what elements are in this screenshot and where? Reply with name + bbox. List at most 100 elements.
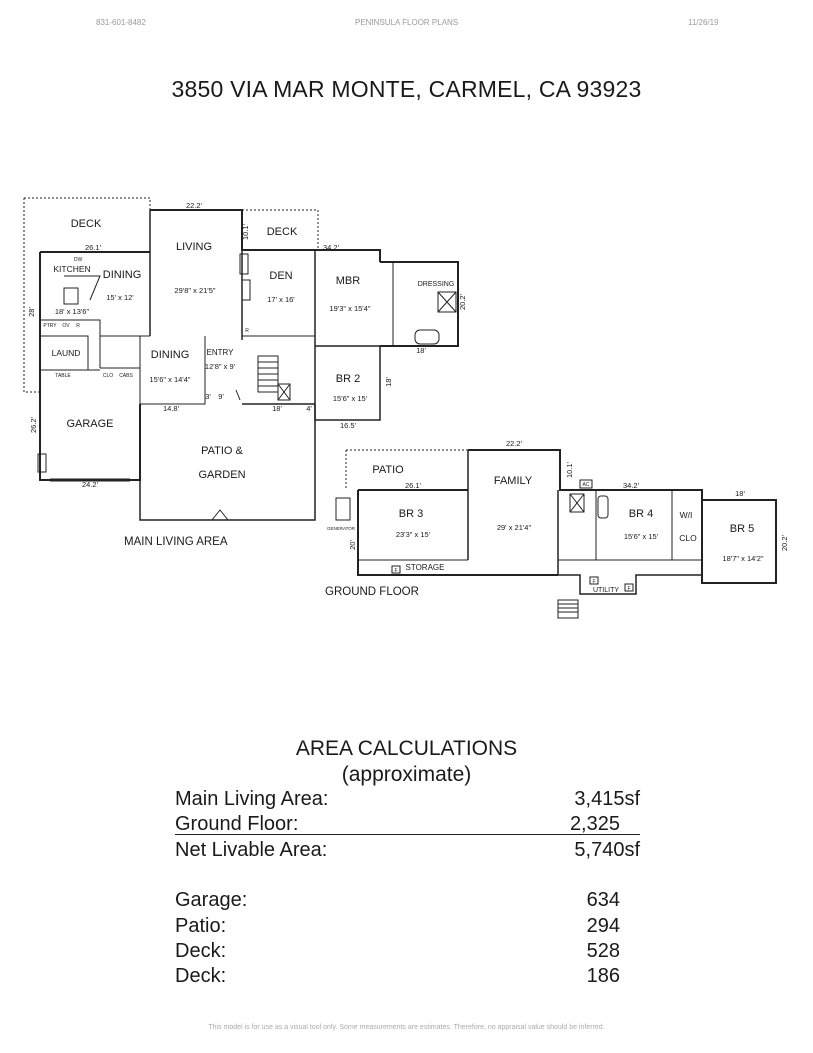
room-label: BR 5 xyxy=(730,523,754,535)
room-label: LAUND xyxy=(52,348,81,358)
fireplace xyxy=(241,279,251,301)
room-label: DINING xyxy=(151,349,190,361)
ground-floor-caption: GROUND FLOOR xyxy=(325,586,419,598)
area-label: Net Livable Area: xyxy=(175,839,328,861)
furnace xyxy=(391,565,401,574)
stairs-treads xyxy=(558,603,578,613)
fixture-label: TABLE xyxy=(55,373,71,379)
dimension-label: 10.1' xyxy=(241,223,250,240)
wall xyxy=(150,209,381,262)
area-label: Main Living Area: xyxy=(175,788,329,810)
area-row-deck: Deck: 528 xyxy=(175,939,620,964)
room-dimension: 29'8" x 21'5" xyxy=(174,286,215,295)
room-dimension: 29' x 21'4" xyxy=(497,523,532,532)
shower xyxy=(437,291,457,313)
shower-x xyxy=(569,493,585,513)
area-label: Garage: xyxy=(175,889,248,911)
furnace xyxy=(624,583,634,592)
room-label: DECK xyxy=(267,226,298,238)
deck-outline xyxy=(24,197,151,210)
wall xyxy=(671,490,702,561)
area-row-deck: Deck: 186 xyxy=(175,964,620,989)
area-value: 186 xyxy=(586,965,620,987)
room-label: STORAGE xyxy=(406,563,445,572)
area-label: Patio: xyxy=(175,915,227,937)
room-dimension: 19'3" x 15'4" xyxy=(329,304,370,313)
dimension-label: 20' xyxy=(348,540,357,550)
counter xyxy=(64,275,101,301)
room-label: CLO xyxy=(679,533,697,543)
fireplace xyxy=(239,253,249,275)
fixture-label: OV xyxy=(62,323,70,329)
dimension-label: 34.2' xyxy=(623,481,640,490)
dimension-label: 18' xyxy=(416,346,426,355)
dimension-label: 18' xyxy=(384,377,393,387)
header-date: 11/26/19 xyxy=(688,18,719,27)
deck-outline xyxy=(242,209,319,250)
wall xyxy=(314,346,381,421)
dimension-label: 20.2' xyxy=(458,293,467,310)
room-dimension: 15' x 12' xyxy=(106,293,134,302)
area-value: 3,415sf xyxy=(574,788,640,810)
area-calculations: AREA CALCULATIONS (approximate) xyxy=(0,736,813,788)
tub xyxy=(597,495,609,519)
tub xyxy=(414,329,440,345)
header-company: PENINSULA FLOOR PLANS xyxy=(355,18,459,27)
dimension-label: 3' xyxy=(205,392,211,401)
shower xyxy=(569,493,585,513)
main-living-caption: MAIN LIVING AREA xyxy=(124,536,228,548)
dimension-label: 20.2' xyxy=(780,534,789,551)
wall xyxy=(701,499,777,584)
wall xyxy=(557,560,702,595)
dimension-label: 14.8' xyxy=(163,404,180,413)
generator xyxy=(335,497,351,521)
dimension-label: 24.2' xyxy=(82,480,99,489)
room-label: PATIO & xyxy=(201,445,243,457)
area-subtitle: (approximate) xyxy=(341,763,472,786)
room-dimension: 15'6" x 15' xyxy=(624,532,659,541)
fixture-label: PTRY xyxy=(43,323,57,329)
dimension-label: 22.2' xyxy=(506,439,523,448)
fixture-label: CLO xyxy=(103,373,113,379)
fixture-label: F xyxy=(592,579,595,585)
room-label: GARAGE xyxy=(66,418,113,430)
area-value: 528 xyxy=(586,940,620,962)
room-label: GENERATOR xyxy=(327,526,356,531)
floor-plan: DECK LIVING DECK KITCHEN DINING DEN MBR … xyxy=(23,197,789,619)
stairs xyxy=(557,599,579,619)
fixture-label: F xyxy=(627,586,630,592)
room-dimension: 15'6" x 14'4" xyxy=(149,375,190,384)
wall xyxy=(357,490,558,576)
dimension-label: 26.1' xyxy=(405,481,422,490)
wall xyxy=(140,336,206,405)
room-label: GARDEN xyxy=(198,469,245,481)
island xyxy=(63,287,79,305)
room-label: LIVING xyxy=(176,241,212,253)
wall xyxy=(40,335,89,370)
area-value: 2,325 xyxy=(569,813,620,835)
shower xyxy=(277,383,291,401)
room-label: UTILITY xyxy=(593,587,619,594)
fixture-label: R xyxy=(76,323,80,329)
area-row-main-living: Main Living Area: 3,415sf xyxy=(175,787,640,812)
room-dimension: 15'6" x 15' xyxy=(333,394,368,403)
fixture-label: AC xyxy=(583,482,590,488)
room-label: W/I xyxy=(680,510,693,520)
shower-x xyxy=(277,383,291,401)
dimension-label: 9' xyxy=(218,392,224,401)
dimension-label: 22.2' xyxy=(186,201,203,210)
dimension-label: 28' xyxy=(27,307,36,317)
room-dimension: 18'7" x 14'2" xyxy=(722,554,763,563)
room-dimension: 17' x 16' xyxy=(267,295,295,304)
area-row-patio: Patio: 294 xyxy=(175,914,620,939)
area-row-net-livable: Net Livable Area: 5,740sf xyxy=(175,838,640,863)
page-title: 3850 VIA MAR MONTE, CARMEL, CA 93923 xyxy=(171,76,642,102)
shower-x xyxy=(437,291,457,313)
dimension-label: 10.1' xyxy=(565,461,574,478)
furnace xyxy=(589,576,599,585)
wall xyxy=(380,261,459,347)
dimension-label: 34.2' xyxy=(323,243,340,252)
dimension-label: 18' xyxy=(272,404,282,413)
room-dimension: 12'8" x 9' xyxy=(205,362,236,371)
room-label: DEN xyxy=(269,270,292,282)
